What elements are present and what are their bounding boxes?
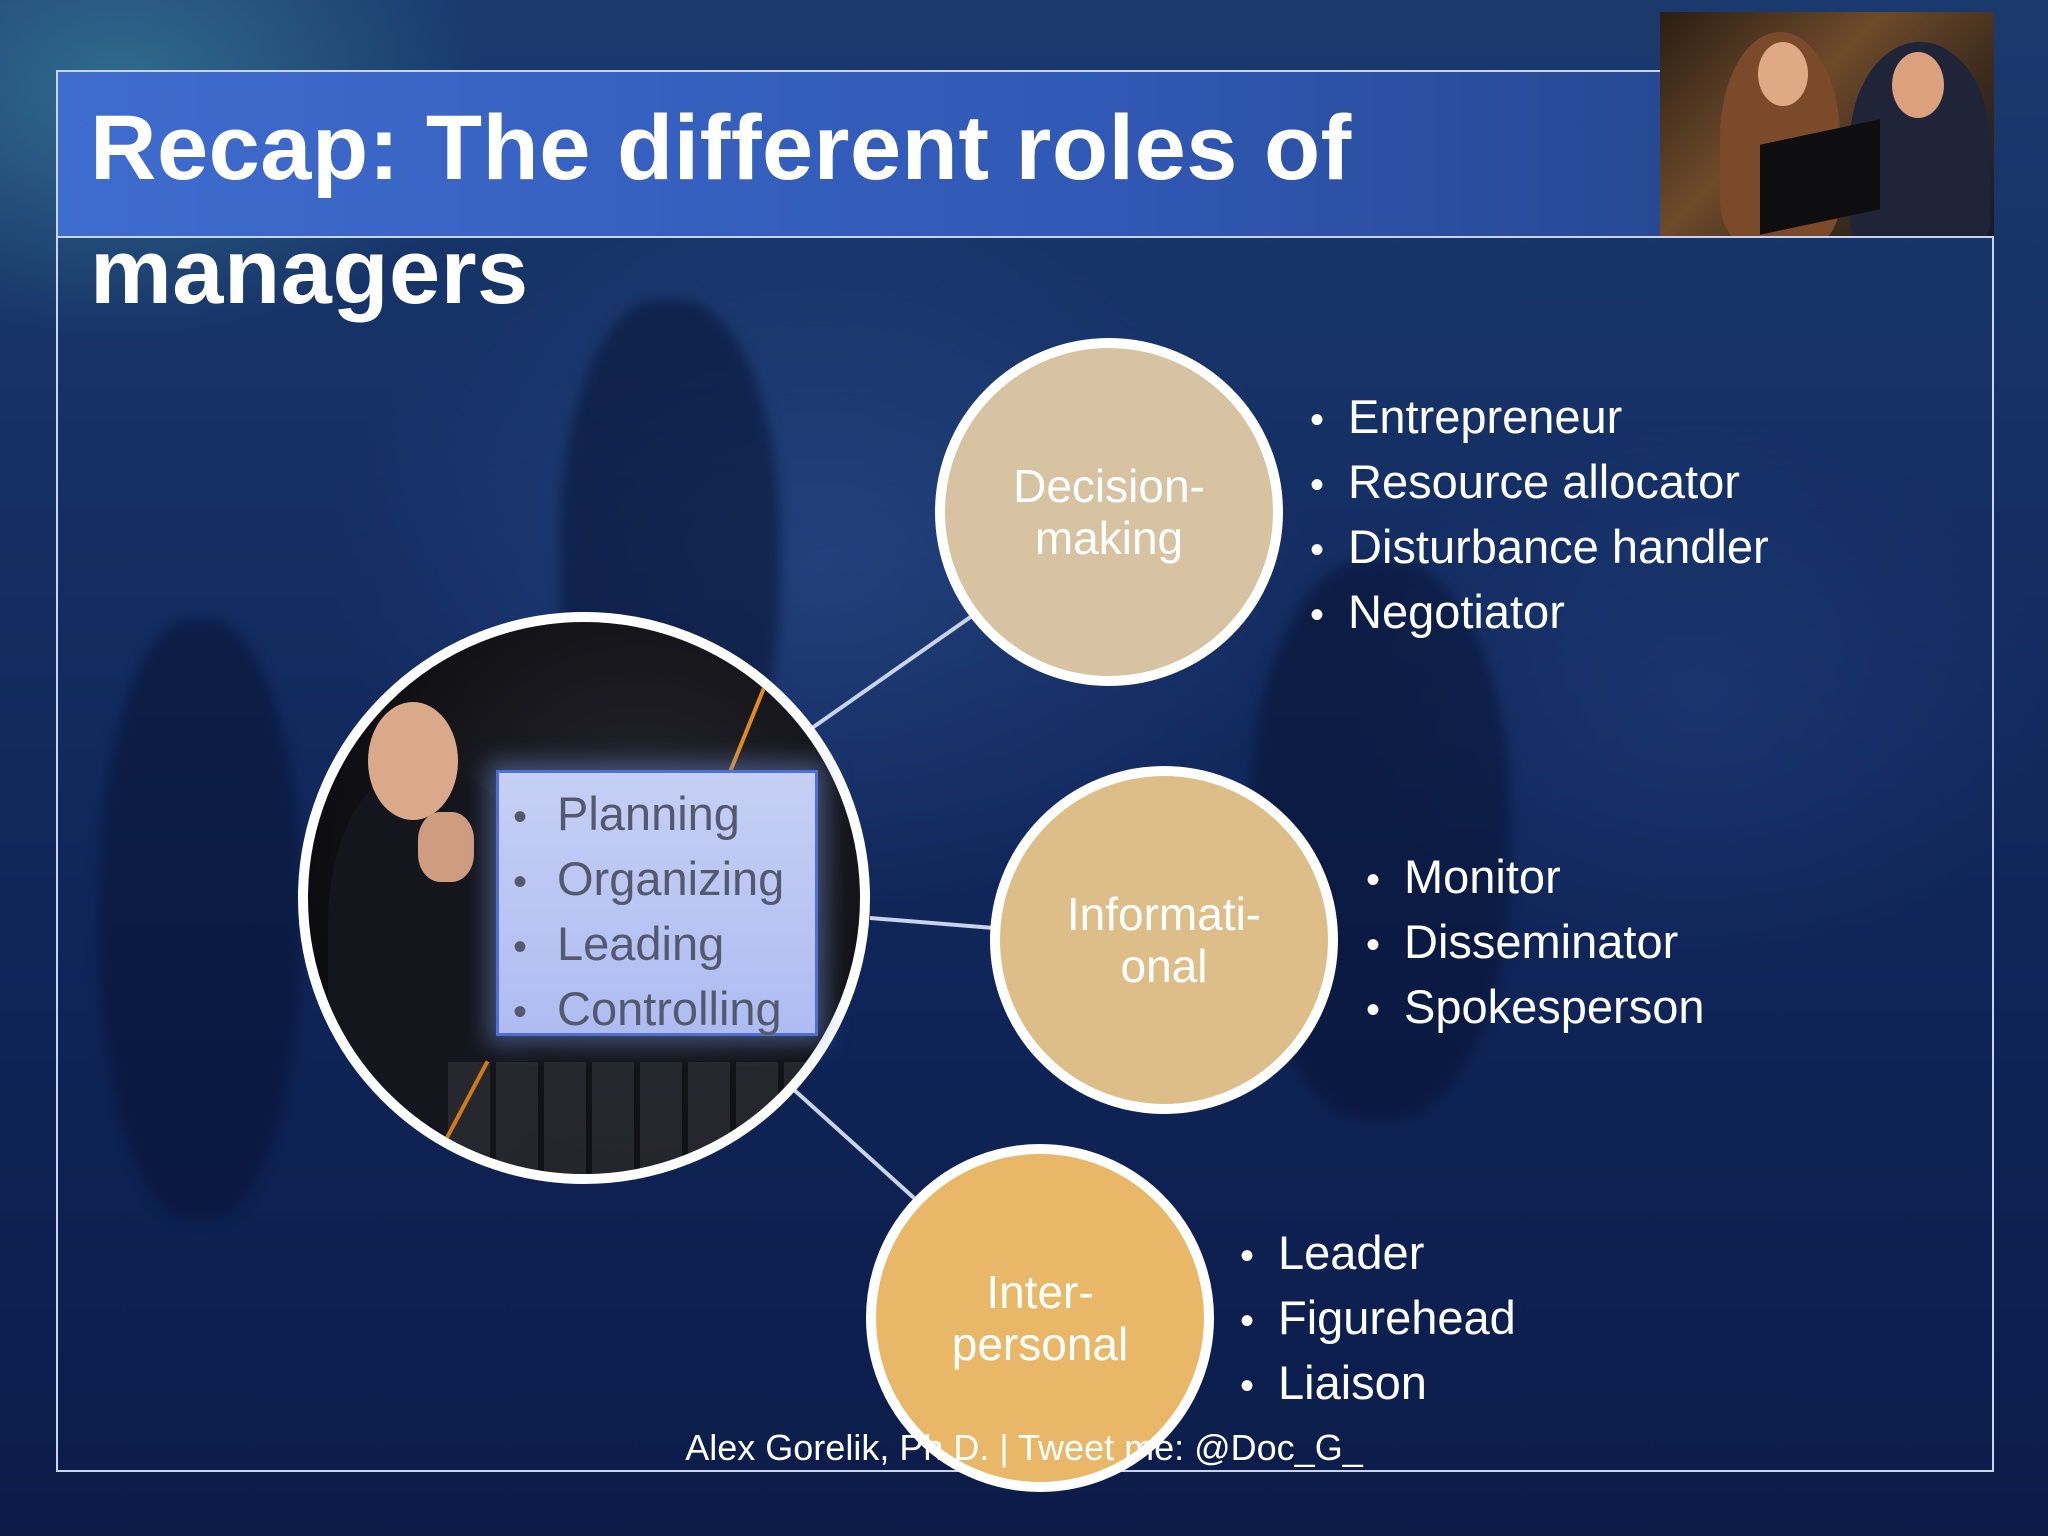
business-people-photo (1660, 12, 1994, 236)
role-item: Disturbance handler (1310, 516, 1769, 581)
connector-informational (869, 916, 995, 930)
function-item: Organizing (513, 848, 784, 913)
role-circle-informational: Informati- onal (990, 766, 1338, 1114)
informational-roles-list: Monitor Disseminator Spokesperson (1366, 846, 1704, 1041)
role-circle-label: Informati- onal (1049, 888, 1279, 992)
role-circle-decision-making: Decision- making (935, 338, 1283, 686)
function-item: Planning (513, 783, 784, 848)
role-item: Resource allocator (1310, 451, 1769, 516)
functions-list: Planning Organizing Leading Controlling (513, 783, 784, 1043)
role-item: Negotiator (1310, 581, 1769, 646)
connector-interpersonal (790, 1086, 916, 1200)
background-figure (100, 620, 300, 1220)
slide-footer: Alex Gorelik, Ph.D. | Tweet me: @Doc_G_ (685, 1427, 1363, 1468)
slide-title: Recap: The different roles of managers (90, 97, 1352, 323)
role-item: Disseminator (1366, 911, 1704, 976)
role-label-line: Decision- (1013, 460, 1205, 512)
role-item: Figurehead (1240, 1287, 1516, 1352)
role-item: Entrepreneur (1310, 386, 1769, 451)
role-circle-interpersonal: Inter- personal (866, 1144, 1214, 1492)
interpersonal-roles-list: Leader Figurehead Liaison (1240, 1222, 1516, 1417)
role-item: Monitor (1366, 846, 1704, 911)
function-item: Leading (513, 913, 784, 978)
role-label-line: personal (951, 1318, 1129, 1370)
role-item: Liaison (1240, 1352, 1516, 1417)
function-item: Controlling (513, 978, 784, 1043)
role-label-line: making (1034, 512, 1184, 564)
connector-decision (810, 614, 974, 730)
role-label-line: onal (1120, 940, 1208, 992)
role-circle-label: Decision- making (994, 460, 1224, 564)
role-label-line: Informati- (1066, 888, 1262, 940)
role-item: Leader (1240, 1222, 1516, 1287)
role-item: Spokesperson (1366, 976, 1704, 1041)
management-functions-box: Planning Organizing Leading Controlling (496, 770, 818, 1036)
role-label-line: Inter- (986, 1266, 1094, 1318)
role-circle-label: Inter- personal (925, 1266, 1155, 1370)
decision-making-roles-list: Entrepreneur Resource allocator Disturba… (1310, 386, 1769, 646)
